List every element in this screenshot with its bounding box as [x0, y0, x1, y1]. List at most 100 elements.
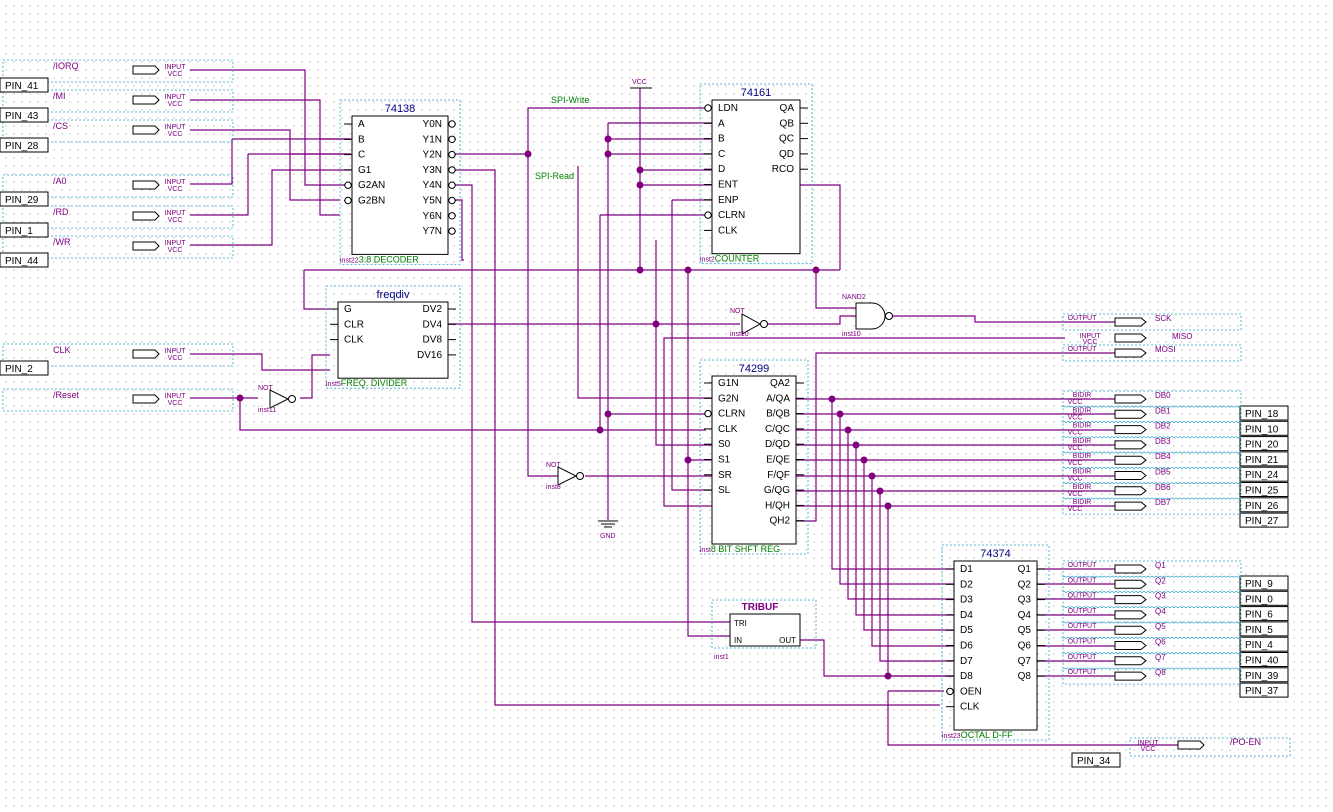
pin-box: PIN_41 [0, 77, 49, 93]
pin-box-label: PIN_34 [1077, 756, 1111, 767]
dec-pin-y2n: Y2N [423, 150, 442, 161]
output-port-label: DB0 [1155, 391, 1171, 400]
poen-kind: INPUT [1138, 740, 1160, 747]
dff-inst-label: inst23OCTAL D-FF [942, 730, 1013, 740]
pin-box: PIN_2 [0, 360, 49, 376]
output-port-label: Q3 [1155, 592, 1166, 601]
output-port-kind: BIDIR [1073, 423, 1092, 430]
output-port-kind: OUTPUT [1068, 654, 1098, 661]
pin-box-label: PIN_0 [1245, 594, 1273, 605]
input-port-kind: INPUT [165, 210, 187, 217]
input-port-vcc: VCC [168, 71, 183, 78]
shf-pin-g2n: G2N [718, 393, 739, 404]
pin-box-label: PIN_5 [1245, 625, 1273, 636]
input-port-kind: INPUT [165, 64, 187, 71]
dec-pin-g1: G1 [358, 165, 372, 176]
output-port-kind: BIDIR [1073, 484, 1092, 491]
input-port-kind: INPUT [165, 124, 187, 131]
dff-pin-clk: CLK [960, 702, 980, 713]
fdiv-pin-dv4: DV4 [423, 319, 443, 330]
pin-box: PIN_43 [0, 107, 49, 123]
gnd-symbol-label: GND [600, 533, 616, 540]
dff-pin-d3: D3 [960, 595, 973, 606]
output-port-kind: OUTPUT [1068, 593, 1098, 600]
pin-box: PIN_9 [1239, 575, 1289, 591]
pin-box: PIN_25 [1239, 482, 1289, 497]
pin-box: PIN_6 [1239, 606, 1289, 622]
input-port-label: /MI [53, 91, 66, 101]
output-port-kind: OUTPUT [1068, 608, 1098, 615]
tri-pin-tri: TRI [734, 619, 747, 628]
shf-pin-sl: SL [718, 485, 731, 496]
input-port-kind: INPUT [165, 94, 187, 101]
pin-box-label: PIN_6 [1245, 610, 1273, 621]
cnt-pin-ldn: LDN [718, 103, 738, 114]
nand2-gate-label: inst10 [842, 331, 861, 338]
cnt-pin-clk: CLK [718, 225, 738, 236]
fdiv-inst-label: inst5FREQ. DIVIDER [326, 378, 408, 388]
pin-box-label: PIN_26 [1245, 501, 1279, 512]
gnd-symbol: GND [598, 520, 618, 540]
dff-pin-d4: D4 [960, 610, 973, 621]
dff-pin-q8: Q8 [1018, 671, 1032, 682]
component-dff: 74374D1D2D3D4D5D6D7D8OENCLKQ1Q2Q3Q4Q5Q6Q… [941, 544, 1050, 741]
input-port-vcc: VCC [168, 355, 183, 362]
fdiv-pin-dv16: DV16 [417, 350, 442, 361]
output-port-label: DB2 [1155, 422, 1171, 431]
output-port-label: DB4 [1155, 452, 1171, 461]
input-port-kind: INPUT [165, 179, 187, 186]
not-gate-inst8-type: NOT [546, 462, 562, 469]
pin-box-label: PIN_39 [1245, 671, 1279, 682]
shf-pin-sr: SR [718, 470, 732, 481]
input-port-vcc: VCC [168, 247, 183, 254]
net-label-spi-write: SPI-Write [551, 95, 589, 105]
miso-kind: INPUT [1080, 333, 1102, 340]
dec-pin-b: B [358, 134, 365, 145]
pin-box-label: PIN_37 [1245, 686, 1279, 697]
shf-pin-s1: S1 [718, 455, 731, 466]
output-port-label: DB1 [1155, 406, 1171, 415]
pin-box-label: PIN_18 [1245, 409, 1279, 420]
not-gate-inst8: NOT inst8 [546, 462, 584, 491]
not-gate-inst11: NOT inst11 [258, 385, 296, 414]
shf-pin-clrn: CLRN [718, 409, 745, 420]
output-port-label: Q4 [1155, 607, 1166, 616]
tri-pin-in: IN [734, 636, 742, 645]
shf-pin-s0: S0 [718, 439, 731, 450]
dff-title: 74374 [980, 548, 1011, 560]
pin-box: PIN_29 [0, 191, 49, 207]
pin-box-label: PIN_25 [1245, 486, 1279, 497]
dff-pin-d8: D8 [960, 671, 973, 682]
pin-box: PIN_24 [1239, 466, 1289, 482]
pin-box: PIN_40 [1239, 652, 1289, 667]
shf-title: 74299 [739, 363, 770, 375]
output-port-vcc: VCC [1068, 506, 1083, 513]
not-gate-inst10-label: inst10 [730, 331, 749, 338]
input-port-vcc: VCC [168, 101, 183, 108]
cnt-pin-clrn: CLRN [718, 210, 745, 221]
output-port-vcc: VCC [1068, 445, 1083, 452]
junctions [236, 135, 892, 680]
input-port-label: /CS [53, 121, 68, 131]
not-gate-inst10-type: NOT [730, 308, 746, 315]
cnt-pin-d: D [718, 164, 725, 175]
dff-pin-q5: Q5 [1018, 625, 1032, 636]
dec-title: 74138 [385, 103, 416, 115]
fdiv-pin-clk: CLK [344, 335, 364, 346]
pin-box-label: PIN_43 [5, 111, 39, 122]
miso-vcc: VCC [1083, 339, 1098, 346]
